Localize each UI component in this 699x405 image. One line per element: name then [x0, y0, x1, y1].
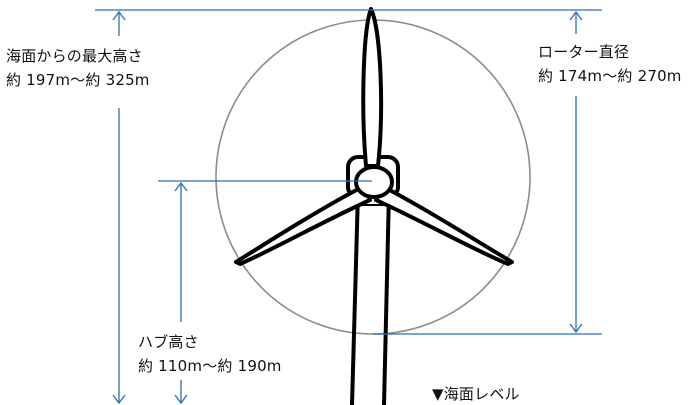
hub-height-range: 約 110m～約 190m: [138, 357, 282, 375]
hub-height-label: ハブ高さ 約 110m～約 190m: [138, 330, 282, 378]
rotor-arrowhead-top: [569, 10, 583, 21]
max-height-title: 海面からの最大高さ: [6, 47, 143, 65]
max-height-arrowhead-bottom: [112, 394, 126, 405]
hub-height-arrowhead-top: [174, 181, 188, 192]
blade-top: [361, 7, 384, 168]
rotor-diameter-title: ローター直径: [538, 43, 630, 61]
hub-height-arrowhead-bottom: [174, 394, 188, 405]
max-height-label: 海面からの最大高さ 約 197m～約 325m: [6, 44, 150, 92]
max-height-arrowhead-top: [112, 10, 126, 21]
blade-left: [234, 184, 372, 266]
max-height-range: 約 197m～約 325m: [6, 71, 150, 89]
tower: [350, 191, 391, 405]
rotor-diameter-range: 約 174m～約 270m: [538, 67, 682, 85]
hub-height-title: ハブ高さ: [138, 333, 199, 351]
dimension-lines: [95, 9, 602, 405]
rotor-arrowhead-bottom: [569, 323, 583, 334]
blade-right: [374, 184, 514, 266]
rotor-diameter-label: ローター直径 約 174m～約 270m: [538, 40, 682, 88]
rotor-hub: [354, 165, 394, 199]
sea-level-label: ▼海面レベル: [432, 385, 520, 403]
